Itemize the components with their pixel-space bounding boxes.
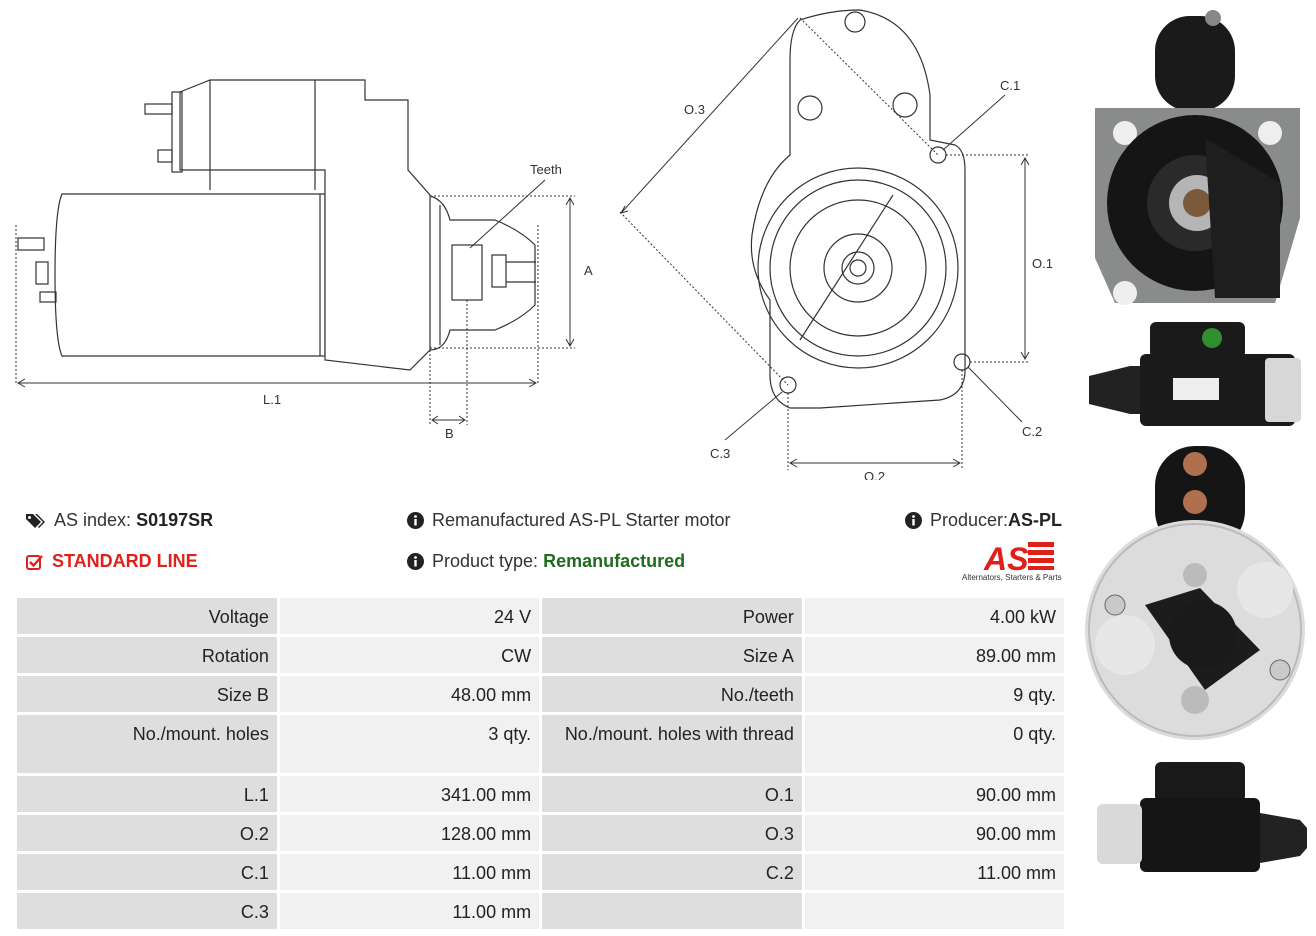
spec-value: 90.00 mm — [804, 776, 1064, 812]
product-photo-rear — [1085, 446, 1305, 740]
as-index: AS index: S0197SR — [26, 509, 213, 534]
spec-value: 11.00 mm — [279, 854, 540, 890]
table-row: C.3 11.00 mm — [17, 893, 1064, 929]
standard-line-label: STANDARD LINE — [52, 551, 198, 571]
spec-key — [542, 893, 802, 929]
front-view-drawing: O.3 C.1 O.1 C.2 C.3 O.2 — [619, 9, 1053, 480]
description-text: Remanufactured AS-PL Starter motor — [432, 510, 731, 530]
info-icon — [407, 553, 424, 575]
spec-value: 4.00 kW — [804, 598, 1064, 634]
tags-icon — [26, 512, 46, 534]
spec-value: 48.00 mm — [279, 676, 540, 712]
spec-key: O.2 — [17, 815, 277, 851]
producer-label: Producer: — [930, 510, 1009, 530]
spec-value: 90.00 mm — [804, 815, 1064, 851]
spec-value: 341.00 mm — [279, 776, 540, 812]
table-row: Voltage 24 V Power 4.00 kW — [17, 598, 1064, 634]
teeth-label: Teeth — [530, 162, 562, 177]
spec-key: O.1 — [542, 776, 802, 812]
table-row: No./mount. holes 3 qty. No./mount. holes… — [17, 715, 1064, 773]
c3-label: C.3 — [710, 446, 730, 461]
spec-key: Power — [542, 598, 802, 634]
as-pl-logo: AS — [983, 541, 1054, 577]
o3-label: O.3 — [684, 102, 705, 117]
length-l1-label: L.1 — [263, 392, 281, 407]
spec-key: C.1 — [17, 854, 277, 890]
spec-key: C.2 — [542, 854, 802, 890]
spec-key: No./teeth — [542, 676, 802, 712]
size-a-label: A — [584, 263, 593, 278]
spec-value: 128.00 mm — [279, 815, 540, 851]
size-b-label: B — [445, 426, 454, 441]
spec-value: 24 V — [279, 598, 540, 634]
product-photo-front — [1095, 10, 1300, 305]
producer: Producer:AS-PL — [905, 509, 1062, 534]
spec-key: Voltage — [17, 598, 277, 634]
as-index-value: S0197SR — [136, 510, 214, 530]
spec-value: 9 qty. — [804, 676, 1064, 712]
product-type: Product type: Remanufactured — [407, 550, 685, 575]
product-type-label: Product type: — [432, 551, 539, 571]
product-description: Remanufactured AS-PL Starter motor — [407, 509, 730, 534]
logo-text: AS — [983, 541, 1029, 577]
table-row: O.2 128.00 mm O.3 90.00 mm — [17, 815, 1064, 851]
producer-value: AS-PL — [1008, 510, 1063, 530]
spec-key: Rotation — [17, 637, 277, 673]
checkbox-icon — [26, 553, 44, 575]
table-row: Size B 48.00 mm No./teeth 9 qty. — [17, 676, 1064, 712]
spec-key: L.1 — [17, 776, 277, 812]
table-row: Rotation CW Size A 89.00 mm — [17, 637, 1064, 673]
standard-line-badge: STANDARD LINE — [26, 550, 198, 575]
logo-tagline: Alternators, Starters & Parts — [962, 573, 1062, 582]
spec-key: O.3 — [542, 815, 802, 851]
spec-key: C.3 — [17, 893, 277, 929]
spec-value: 11.00 mm — [279, 893, 540, 929]
product-photo-side-1 — [1089, 322, 1301, 426]
c2-label: C.2 — [1022, 424, 1042, 439]
spec-key: Size A — [542, 637, 802, 673]
as-index-label: AS index: — [54, 510, 132, 530]
specifications-table: Voltage 24 V Power 4.00 kW Rotation CW S… — [14, 595, 1067, 932]
table-row: L.1 341.00 mm O.1 90.00 mm — [17, 776, 1064, 812]
table-row: C.1 11.00 mm C.2 11.00 mm — [17, 854, 1064, 890]
product-photo-side-2 — [1097, 762, 1307, 872]
info-icon — [407, 512, 424, 534]
product-type-value: Remanufactured — [543, 551, 686, 571]
spec-value: 0 qty. — [804, 715, 1064, 773]
spec-value: CW — [279, 637, 540, 673]
side-view-drawing: Teeth A L.1 B — [15, 79, 593, 441]
spec-key: No./mount. holes — [17, 715, 277, 773]
spec-key: No./mount. holes with thread — [542, 715, 802, 773]
spec-value — [804, 893, 1064, 929]
c1-label: C.1 — [1000, 78, 1020, 93]
spec-value: 11.00 mm — [804, 854, 1064, 890]
spec-key: Size B — [17, 676, 277, 712]
spec-value: 89.00 mm — [804, 637, 1064, 673]
spec-value: 3 qty. — [279, 715, 540, 773]
o2-label: O.2 — [864, 469, 885, 480]
info-icon — [905, 512, 922, 534]
o1-label: O.1 — [1032, 256, 1053, 271]
